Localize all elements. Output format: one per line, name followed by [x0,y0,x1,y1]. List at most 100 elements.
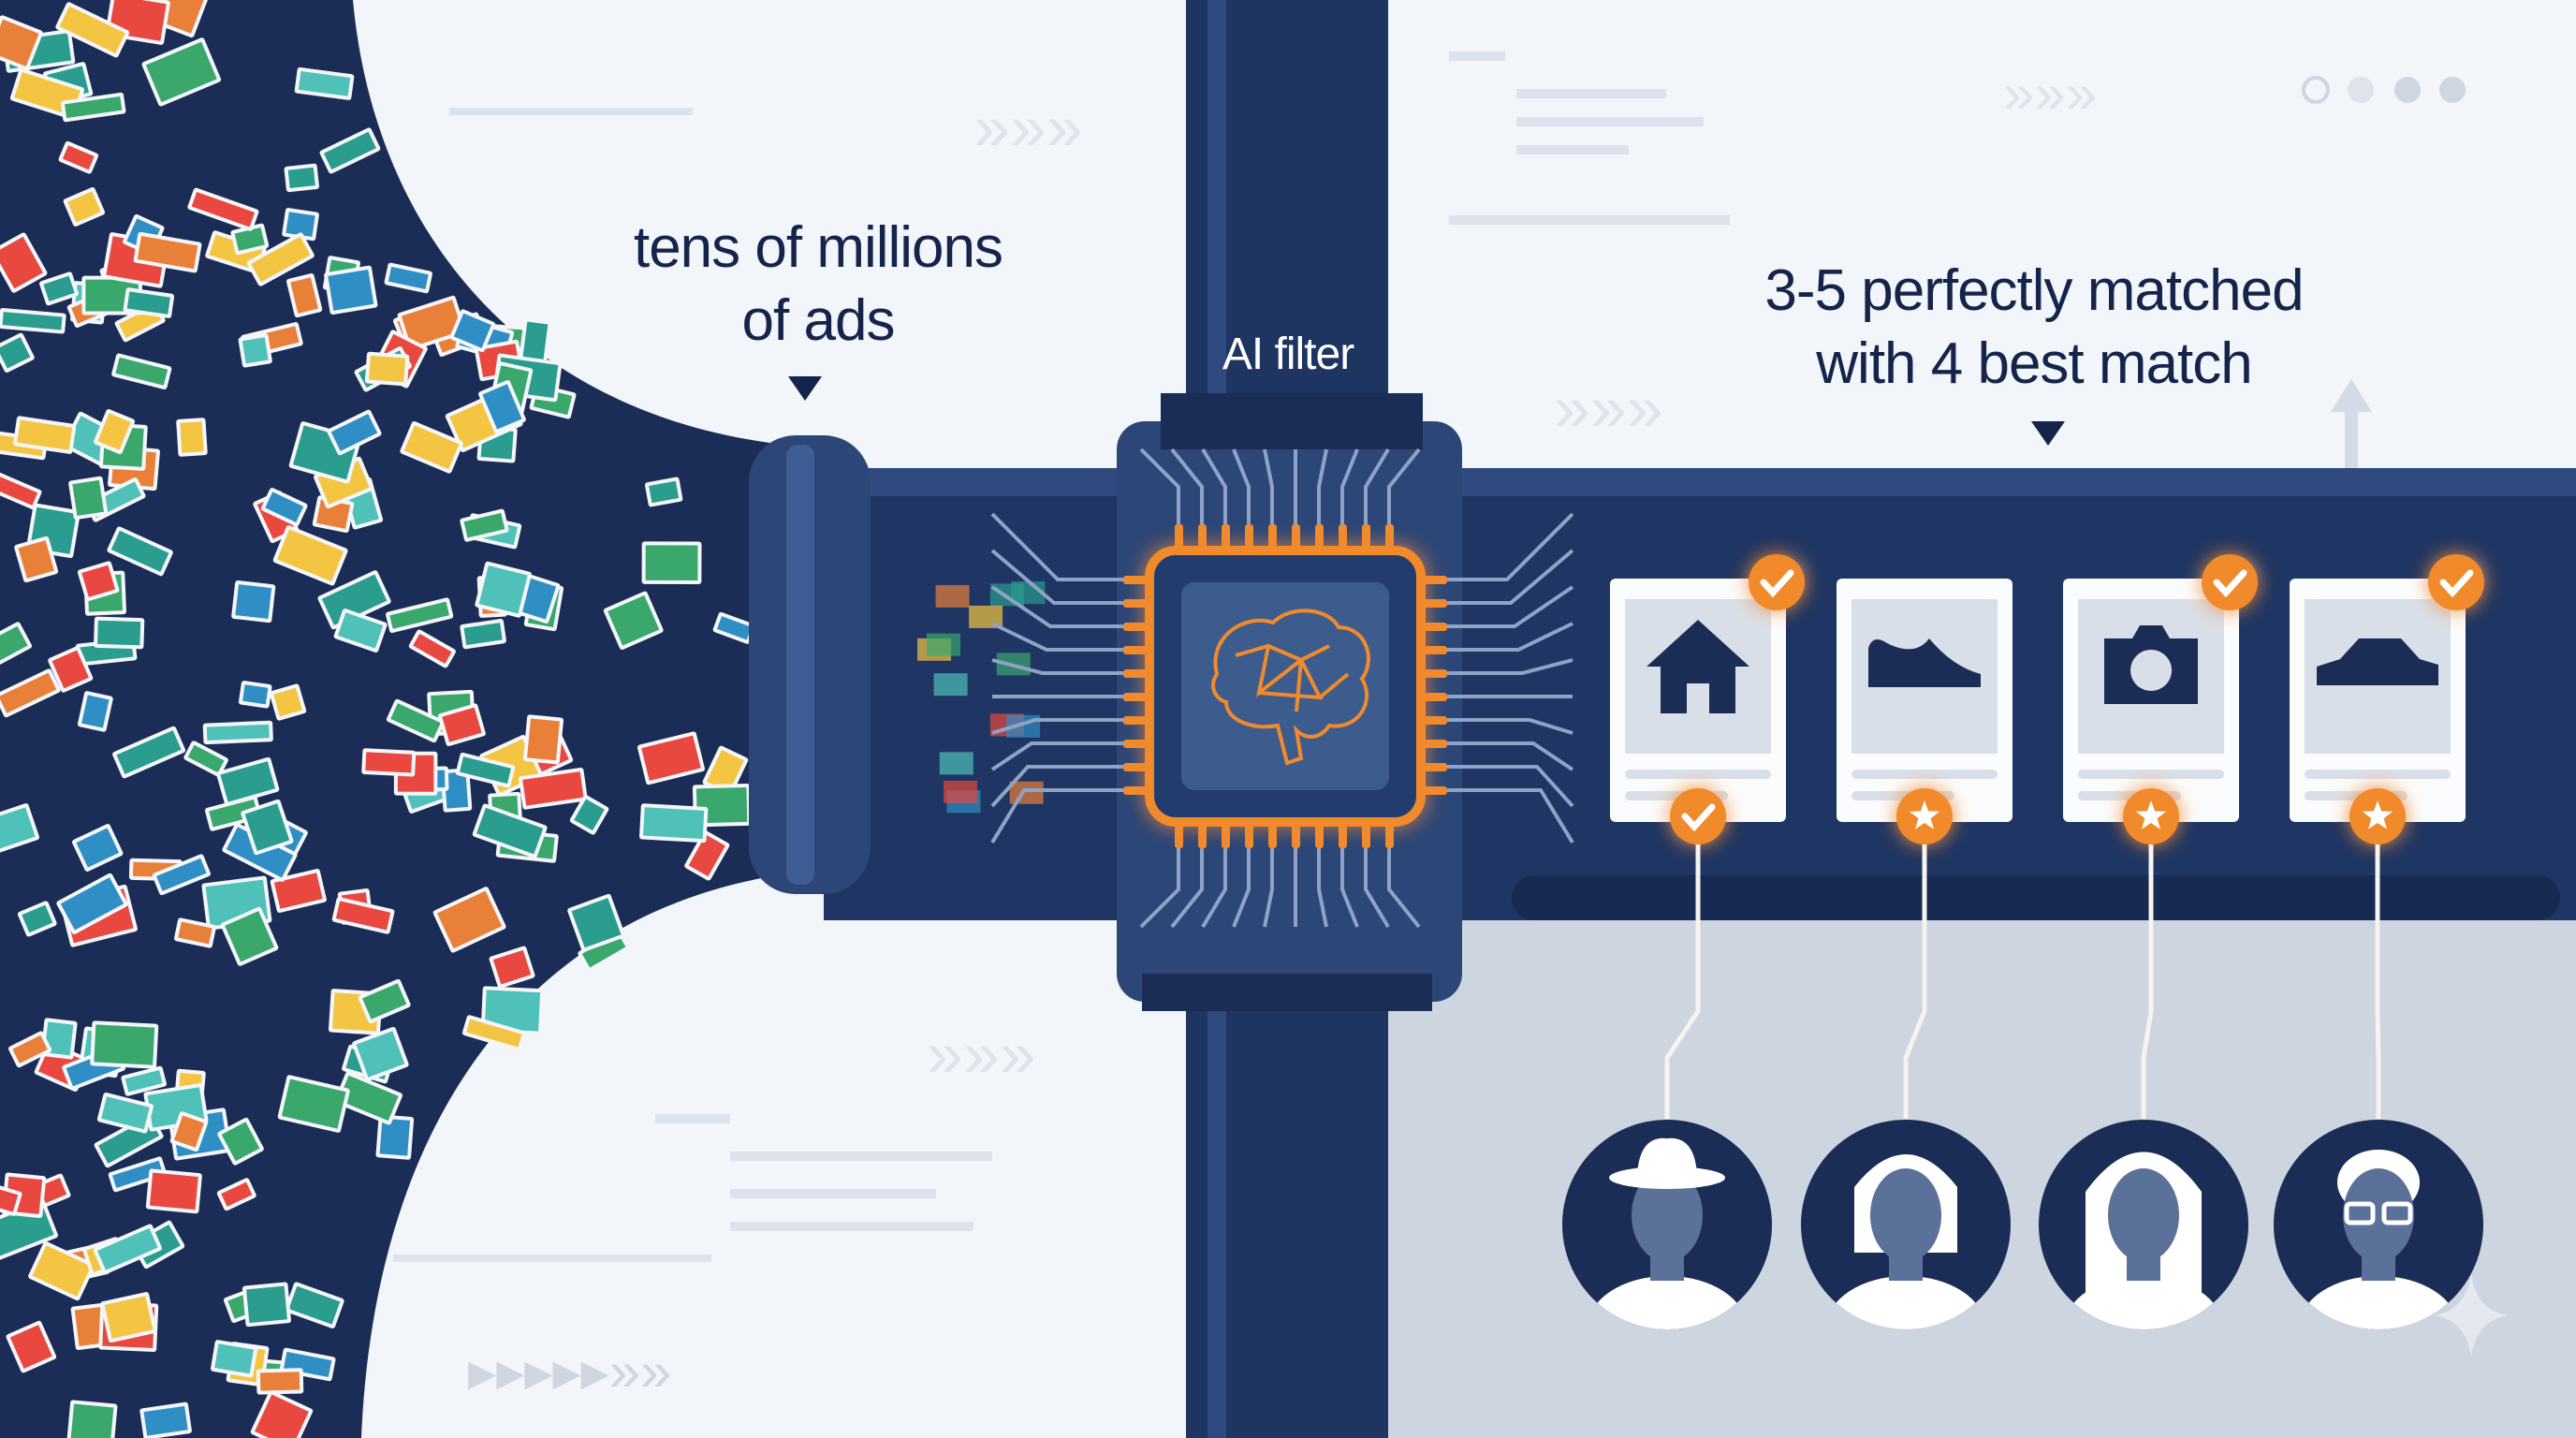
circuit-trace [1447,622,1573,652]
ad-thumbnail [0,622,33,674]
conveyor-rail [1512,875,2560,920]
ad-thumbnail [108,1156,168,1193]
ad-thumbnail [176,418,208,457]
ad-thumbnail [327,409,382,456]
chip-pin [1123,623,1148,631]
ad-thumbnail [364,351,410,387]
woman-long-hair-avatar [2039,1120,2248,1329]
ad-thumbnail [14,536,59,583]
circuit-trace [990,549,1123,605]
ad-thumbnail [72,824,124,872]
ad-thumbnail [361,748,417,777]
ad-thumbnail [93,1224,162,1275]
ad-thumbnail [432,887,506,953]
ad-thumbnail [637,731,705,785]
ad-thumbnail [461,1015,526,1051]
input-arrow-icon [788,376,822,401]
ad-thumbnail [939,752,973,775]
chip-pin [1362,524,1370,549]
ai-chip [1145,546,1426,827]
chip-pin [1123,669,1148,678]
ad-thumbnail [145,1168,202,1214]
ad-thumbnail [56,873,128,934]
chip-pin [1362,824,1370,848]
ad-thumbnail [139,1401,192,1438]
ad-thumbnail [94,616,145,650]
ad-thumbnail [100,1292,157,1343]
ad-thumbnail [60,92,126,123]
output-label: 3-5 perfectly matched with 4 best match [1660,255,2408,401]
ad-thumbnail [123,287,175,318]
svg-text:»»»: »»» [2003,62,2097,125]
ad-card [2063,554,2258,1119]
circuit-trace [991,718,1123,735]
circuit-trace [1447,512,1574,581]
input-label-line-1: tens of millions [633,215,1003,280]
chip-pin [1222,824,1230,848]
circuit-trace [991,658,1123,675]
ad-thumbnail [66,1400,118,1438]
ad-thumbnail [567,893,625,952]
circuit-trace [1364,448,1390,524]
svg-text:»»»: »»» [927,1018,1036,1091]
output-arrow-icon [2031,421,2065,446]
ad-thumbnail [375,1114,415,1160]
up-arrow-icon [2331,379,2372,468]
ad-thumbnail [569,795,609,835]
circuit-trace [990,741,1123,771]
ad-thumbnail [272,525,348,586]
ad-thumbnail [68,476,109,521]
ad-thumbnail [77,691,113,732]
chip-pin [1385,524,1394,549]
circuit-trace [1387,848,1421,929]
ad-thumbnail [269,683,307,721]
input-label-line-2: of ads [741,288,896,353]
ad-thumbnail [702,745,749,797]
ad-card [1837,579,2012,1119]
chip-pin [1385,824,1394,848]
ad-thumbnail [260,488,308,527]
chip-pin [1423,786,1447,795]
chip-pin [1222,524,1230,549]
ad-thumbnail [107,526,173,577]
svg-text:»»»: »»» [1554,372,1663,445]
ad-thumbnail [386,698,446,743]
ad-thumbnail [174,917,216,948]
ad-thumbnail [0,1182,22,1216]
circuit-trace [1263,448,1274,524]
ad-thumbnail [334,1071,403,1125]
ad-thumbnail [277,1075,350,1133]
ad-thumbnail [121,1065,167,1096]
ad-card [1610,554,1805,1119]
ad-thumbnail [1009,781,1044,804]
ad-thumbnail [603,591,664,650]
chip-pin [1423,623,1447,631]
chip-pin [1123,599,1148,608]
ad-thumbnail [250,1390,314,1438]
ad-thumbnail [285,1282,344,1328]
check-icon [1749,554,1805,610]
circuit-trace [1447,549,1574,605]
ad-thumbnail [927,633,960,656]
ad-thumbnail [294,66,355,100]
ad-thumbnail [712,611,756,644]
ad-thumbnail [0,469,42,510]
ad-thumbnail [216,756,280,806]
circuit-trace [1232,448,1251,524]
circuit-trace [1447,788,1574,844]
ad-thumbnail [231,580,276,624]
background-decorations: »»» »»» »»» »»» ▸▸▸▸▸»» [393,51,2097,1402]
circuit-trace [1387,448,1421,524]
circuit-trace [1447,741,1574,771]
ad-thumbnail [472,803,548,858]
star-icon [2349,788,2406,844]
circuit-trace [990,765,1123,808]
ad-thumbnail [55,2,130,58]
ad-thumbnail [111,353,172,389]
chip-pin [1123,693,1148,701]
circuit-trace [1170,448,1204,524]
output-label-line-2: with 4 best match [1816,331,2252,396]
chip-pin [1245,524,1253,549]
ad-thumbnail [0,332,35,373]
ad-thumbnail [238,333,272,368]
